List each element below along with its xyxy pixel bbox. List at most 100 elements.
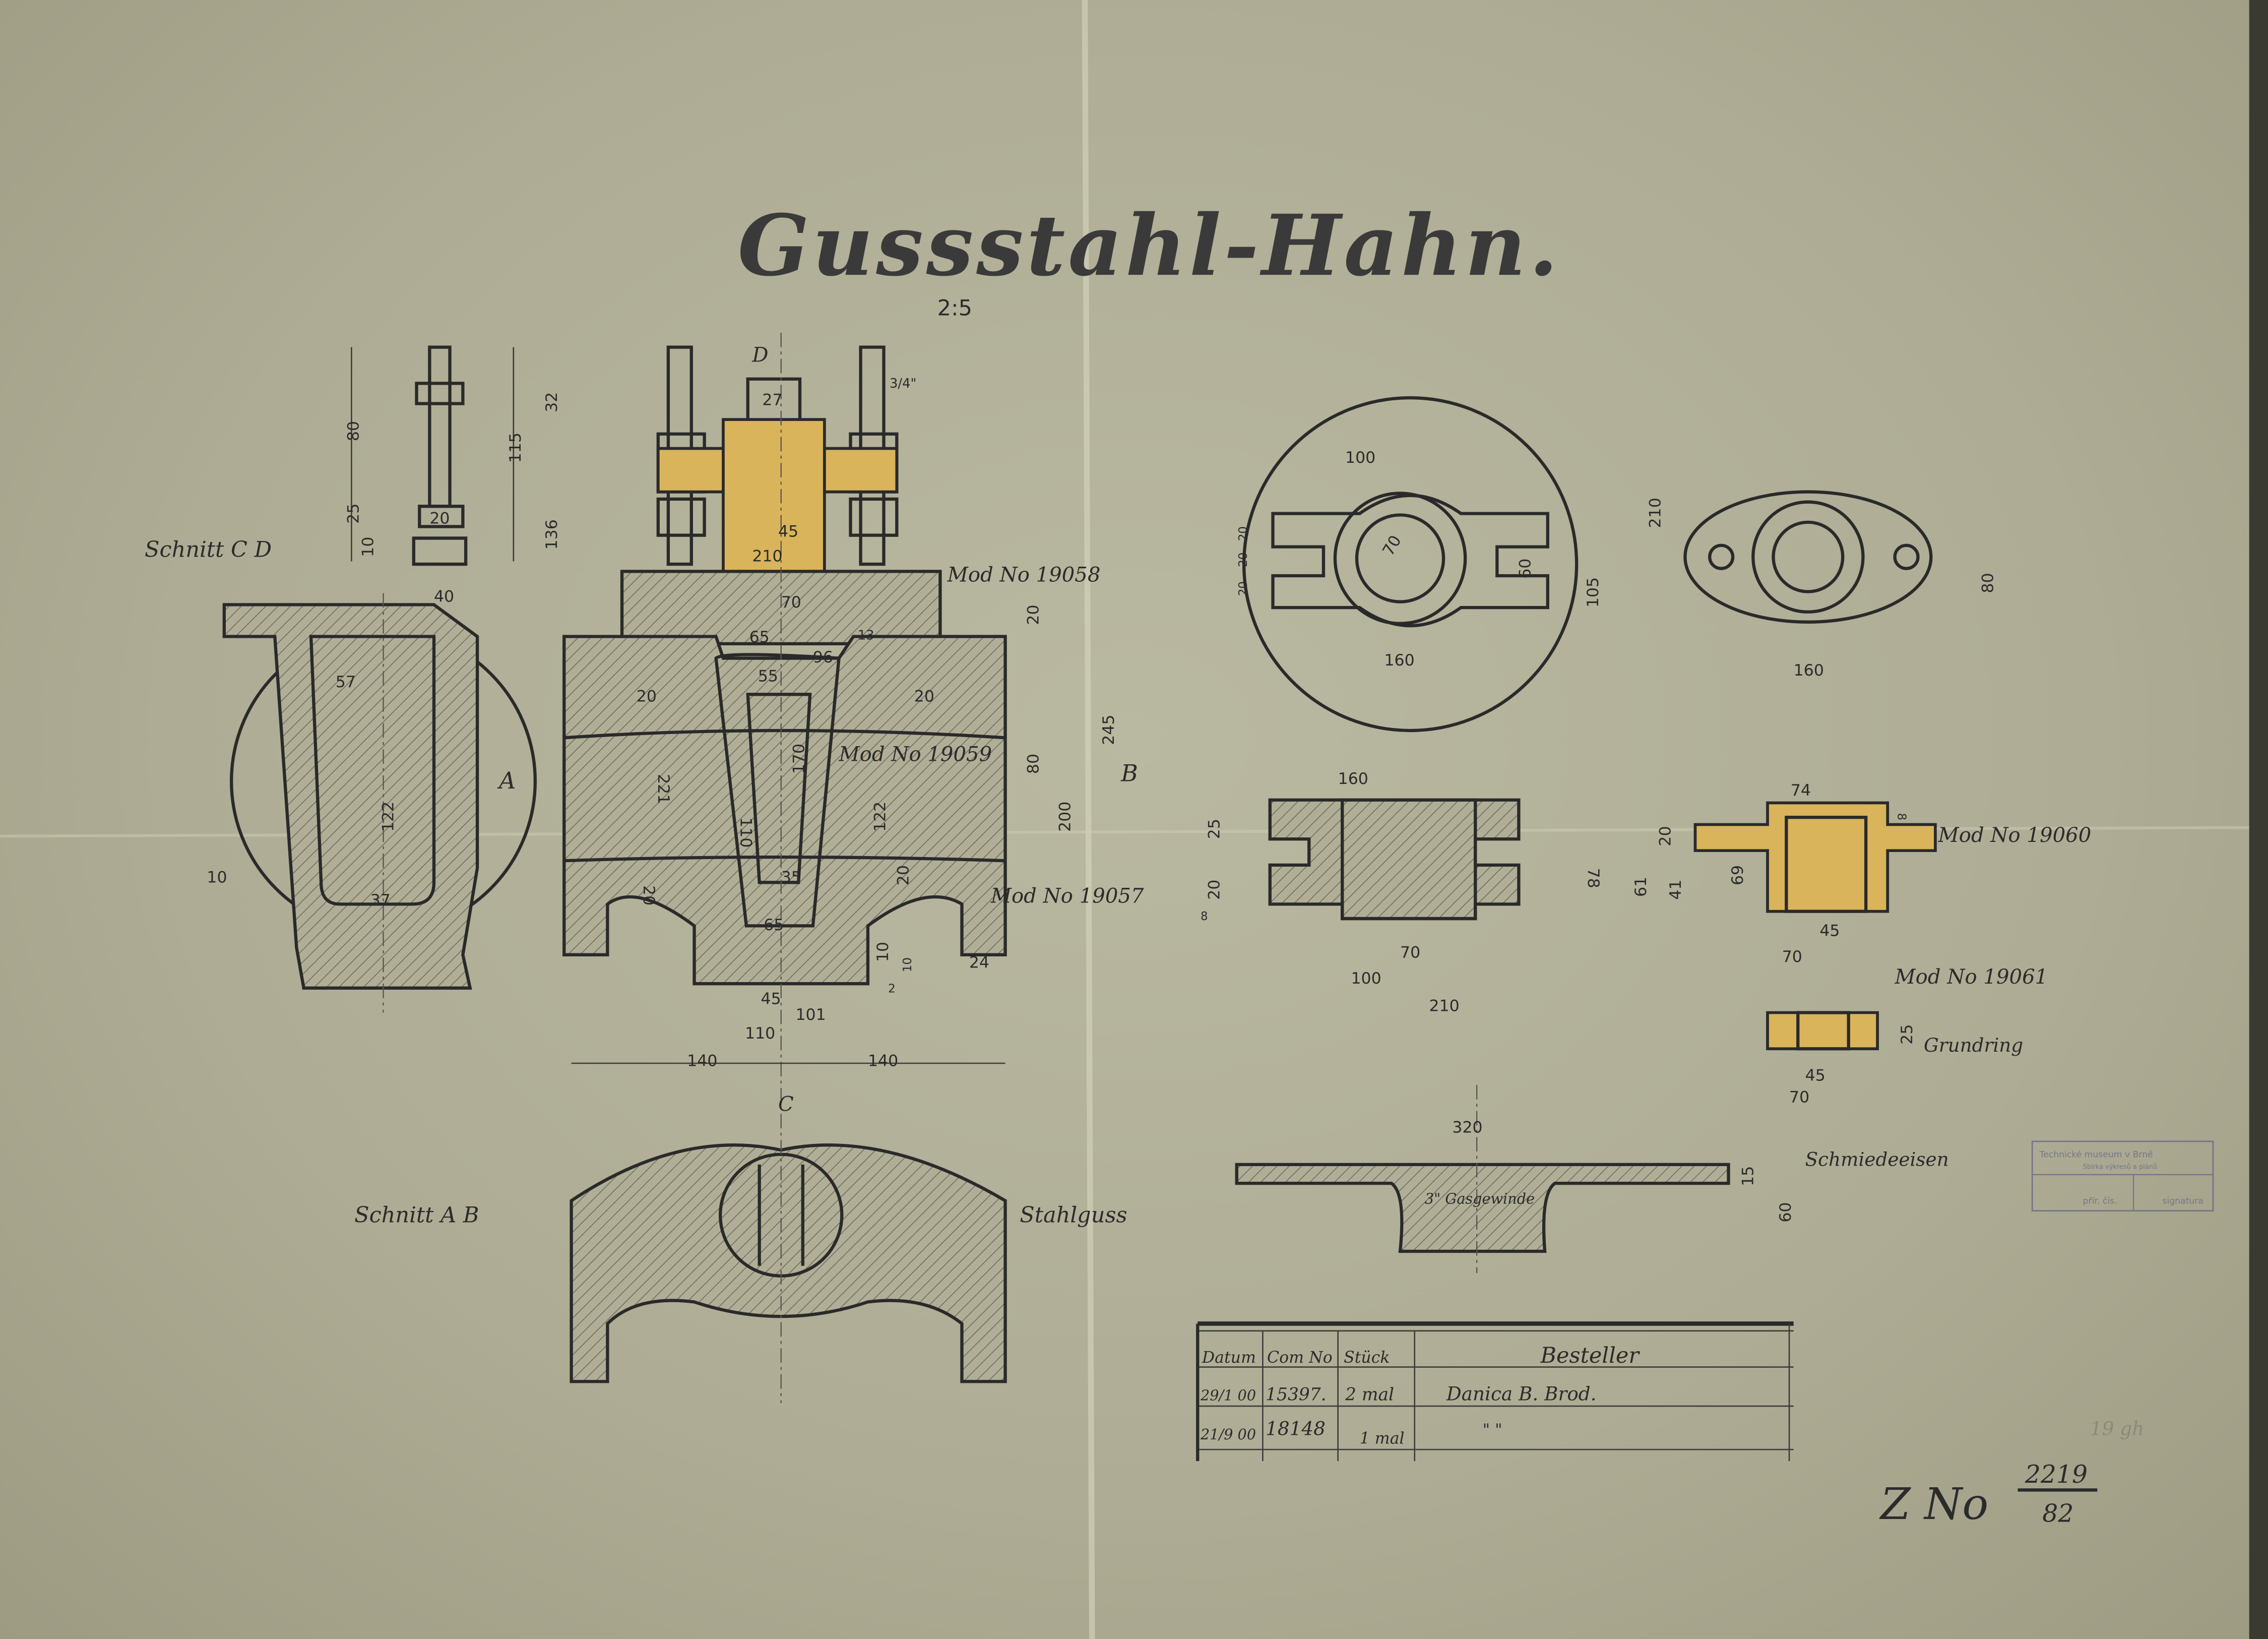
dim-label: 320	[1452, 1119, 1482, 1137]
dim-label: 210	[1647, 498, 1665, 528]
valve-body-elevation: 27 3/4" 32 136 45 210 70 65 96 55 13 20 …	[543, 332, 1138, 1116]
section-cd-view: 57 122 37 10 A	[207, 593, 537, 1013]
dim-label: 60	[1516, 559, 1534, 579]
section-marker-c: C	[778, 1093, 794, 1116]
drawing-number-value: 2219	[2025, 1460, 2088, 1489]
dim-label: 20	[1657, 826, 1675, 846]
dim-label: 105	[1584, 577, 1602, 608]
dim-label: 45	[761, 990, 781, 1008]
dim-label: 20	[429, 510, 450, 528]
dim-label: 80	[345, 421, 363, 441]
dim-label: 25	[1205, 819, 1223, 839]
dim-label: 70	[1379, 532, 1405, 559]
order-table: Datum Com No Stück Besteller 29/1 00 153…	[1196, 1321, 1794, 1462]
cover-disc-view: 100 70 60 105 160 210 20 20 20	[1237, 396, 1665, 733]
table-cell: Danica B. Brod.	[1446, 1383, 1597, 1405]
table-cell: 1 mal	[1360, 1430, 1405, 1448]
pencil-note: 19 gh	[2090, 1417, 2144, 1439]
section-marker-d: D	[751, 343, 768, 367]
dim-label: 136	[543, 519, 561, 550]
table-cell: 18148	[1266, 1417, 1326, 1439]
scale-label: 2:5	[937, 296, 972, 321]
dim-label: 74	[1791, 781, 1811, 800]
dim-label: 20	[637, 688, 657, 706]
drawing-title: Gussstahl-Hahn.	[738, 197, 1561, 295]
dim-label: 20	[1025, 604, 1043, 625]
dim-label: 15	[1739, 1166, 1757, 1186]
dim-label: 210	[1429, 997, 1459, 1015]
table-cell: 15397.	[1266, 1385, 1326, 1405]
dim-label: 122	[380, 802, 398, 832]
bolt-detail: 80 25 10 20 40 115	[345, 345, 525, 606]
dim-label: 57	[336, 673, 356, 691]
dim-label: 25	[1898, 1024, 1916, 1045]
dim-label: 70	[781, 593, 801, 612]
dim-label: 20	[914, 688, 934, 706]
dim-label: 8	[1895, 813, 1908, 821]
dim-label: 32	[543, 392, 561, 412]
dim-label: 13	[858, 628, 874, 643]
sheet-edge	[2249, 0, 2268, 1639]
dim-label: 8	[1201, 910, 1208, 923]
dim-label: 37	[370, 891, 391, 909]
dim-label: 20	[640, 885, 658, 905]
thread-label: 3" Gasgewinde	[1425, 1190, 1535, 1207]
dim-label: 20	[1237, 581, 1250, 596]
part-19061-view: 25 45 70	[1766, 1011, 1916, 1106]
dim-label: 100	[1345, 449, 1375, 467]
dim-label: 110	[736, 817, 754, 847]
dim-label: 122	[871, 802, 889, 832]
section-marker-a: A	[497, 767, 516, 794]
dim-label: 140	[868, 1052, 898, 1070]
table-header: Besteller	[1540, 1343, 1640, 1368]
dim-label: 115	[507, 433, 525, 463]
dim-label: 24	[969, 954, 989, 972]
stamp-text: Sbírka výkresů a plánů	[2083, 1163, 2157, 1171]
section-ab-view	[570, 1114, 1007, 1404]
material-label-schmiedeeisen: Schmiedeeisen	[1805, 1148, 1949, 1171]
dim-label: 69	[1729, 865, 1747, 885]
dim-label: 65	[764, 916, 784, 934]
dim-label: 160	[1338, 770, 1368, 788]
table-header: Com No	[1267, 1349, 1333, 1367]
museum-stamp: Technické museum v Brně Sbírka výkresů a…	[2031, 1140, 2214, 1212]
dim-label: 45	[1805, 1066, 1825, 1084]
dim-label: 80	[1025, 754, 1043, 774]
stamp-text: signatura	[2162, 1196, 2203, 1206]
dim-label: 20	[1205, 880, 1223, 900]
dim-label: 140	[687, 1052, 717, 1070]
dim-label: 96	[813, 648, 833, 666]
dim-label: 20	[894, 865, 912, 885]
table-cell: 2 mal	[1345, 1385, 1394, 1405]
dim-label: 70	[1789, 1088, 1809, 1106]
stamp-text: Technické museum v Brně	[2039, 1150, 2153, 1160]
dim-label: 61	[1632, 877, 1650, 897]
drawing-number-sub: 82	[2042, 1499, 2073, 1528]
dim-label: 2	[888, 982, 896, 995]
dim-label: 245	[1100, 715, 1118, 745]
stamp-text: přír. čís.	[2083, 1196, 2117, 1206]
model-label-19061: Mod No 19061	[1895, 965, 2048, 989]
dim-label: 65	[749, 628, 770, 646]
dim-label: 70	[1782, 948, 1802, 966]
dim-label: 3/4"	[890, 376, 916, 391]
section-label-ab: Schnitt A B	[354, 1203, 479, 1228]
dim-label: 25	[345, 504, 363, 524]
dim-label: 160	[1794, 661, 1824, 680]
flange-section-view: 160 25 20 8 78 70 100 210	[1201, 770, 1602, 1015]
dim-label: 35	[781, 868, 801, 886]
table-header: Datum	[1202, 1349, 1256, 1367]
dim-label: 20	[1237, 553, 1250, 567]
dim-label: 27	[762, 391, 782, 409]
section-marker-b: B	[1120, 759, 1138, 786]
dim-label: 45	[778, 523, 798, 541]
material-label-grundring: Grundring	[1924, 1034, 2023, 1056]
dim-label: 110	[745, 1024, 775, 1043]
dim-label: 10	[359, 537, 377, 557]
dim-label: 10	[901, 957, 914, 972]
part-19060-view: 74 8 20 61 41 69 45 70	[1632, 781, 1937, 966]
dim-label: 41	[1667, 880, 1685, 900]
dim-label: 160	[1384, 651, 1414, 670]
table-cell: 29/1 00	[1200, 1387, 1256, 1404]
